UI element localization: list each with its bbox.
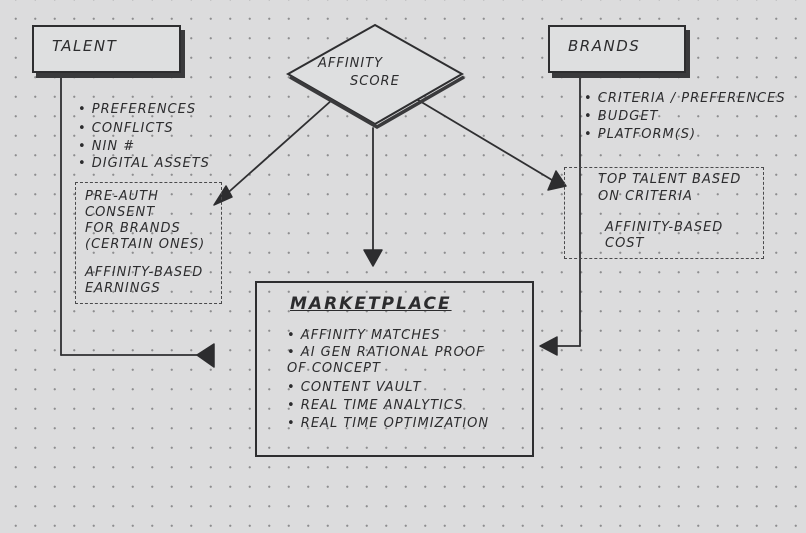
talent-box [32, 25, 181, 73]
talent-item-digital-assets: • DIGITAL ASSETS [78, 156, 210, 171]
brands-box [548, 25, 686, 73]
marketplace-item-concept: OF CONCEPT [287, 361, 381, 376]
talent-dashed-line-4: (CERTAIN ONES) [85, 237, 206, 252]
arrowhead-brands-marketplace [539, 336, 558, 356]
brands-dashed-line-4: COST [605, 236, 645, 251]
affinity-to-talent-line [221, 99, 333, 199]
marketplace-item-ai-gen: • AI GEN RATIONAL PROOF [287, 345, 485, 360]
talent-dashed-line-1: PRE-AUTH [85, 189, 159, 204]
brands-item-budget: • BUDGET [584, 109, 659, 124]
talent-dashed-line-5: AFFINITY-BASED [85, 265, 204, 280]
brands-dashed-line-2: ON CRITERIA [598, 189, 693, 204]
marketplace-item-content-vault: • CONTENT VAULT [287, 380, 422, 395]
talent-title: TALENT [52, 37, 118, 55]
brands-dashed-line-3: AFFINITY-BASED [605, 220, 724, 235]
affinity-diamond-shadow [289, 75, 465, 130]
talent-dashed-line-6: EARNINGS [85, 281, 161, 296]
marketplace-item-analytics: • REAL TIME ANALYTICS [287, 398, 464, 413]
brands-item-criteria: • CRITERIA / PREFERENCES [584, 91, 786, 106]
affinity-to-brands-line [417, 99, 553, 181]
talent-dashed-line-2: CONSENT [85, 205, 156, 220]
affinity-score-label-1: AFFINITY [318, 56, 384, 71]
talent-dashed-box [75, 182, 222, 304]
affinity-score-label-2: SCORE [350, 74, 400, 89]
talent-item-nin: • NIN # [78, 139, 136, 154]
marketplace-title: MARKETPLACE [290, 294, 452, 314]
arrowhead-affinity-talent [213, 185, 233, 206]
talent-item-conflicts: • CONFLICTS [78, 121, 174, 136]
arrowhead-affinity-brands [547, 170, 567, 191]
marketplace-item-optimization: • REAL TIME OPTIMIZATION [287, 416, 490, 431]
brands-dashed-box [564, 167, 764, 259]
brands-dashed-line-1: TOP TALENT BASED [598, 172, 742, 187]
marketplace-item-affinity-matches: • AFFINITY MATCHES [287, 328, 441, 343]
brands-title: BRANDS [568, 37, 641, 55]
talent-item-preferences: • PREFERENCES [78, 102, 197, 117]
arrowhead-affinity-marketplace [363, 249, 383, 267]
brands-item-platforms: • PLATFORM(S) [584, 127, 697, 142]
talent-dashed-line-3: FOR BRANDS [85, 221, 181, 236]
arrowhead-talent-marketplace [196, 343, 215, 368]
marketplace-box [255, 281, 534, 457]
